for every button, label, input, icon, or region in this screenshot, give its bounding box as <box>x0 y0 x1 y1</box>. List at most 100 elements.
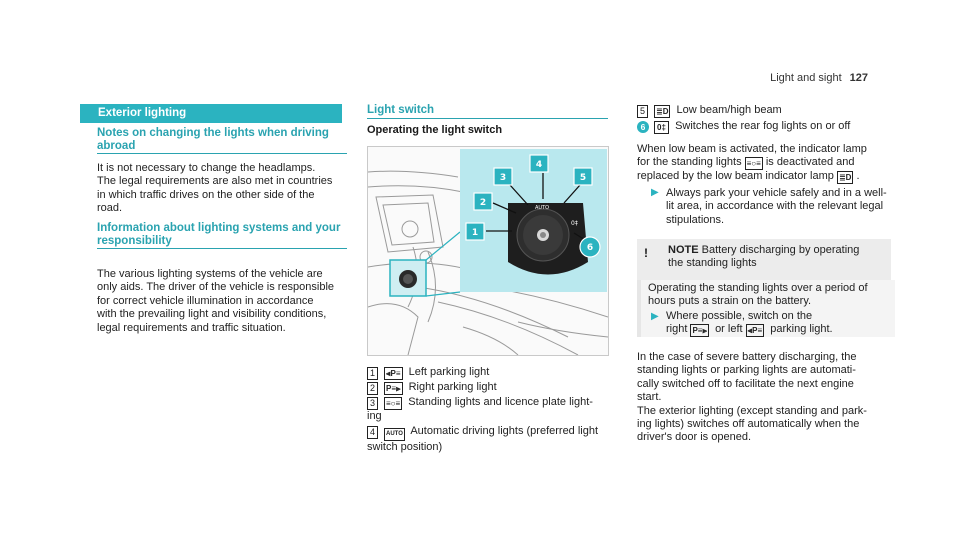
text-line: hours puts a strain on the battery. <box>648 295 812 308</box>
paragraph-responsibility: The various lighting systems of the vehi… <box>97 268 355 335</box>
callout-4-label: 4 <box>536 160 542 170</box>
legend-number: 5 <box>637 105 648 118</box>
bullet-arrow-icon: ▶ <box>651 187 659 198</box>
legend-text: switch position) <box>367 441 443 453</box>
text-span: right <box>666 323 688 336</box>
text-line: In the case of severe battery dischargin… <box>637 351 857 363</box>
legend-number: 2 <box>367 382 378 395</box>
callout-6 <box>579 236 601 258</box>
paragraph-battery: In the case of severe battery dischargin… <box>637 351 897 445</box>
legend-number: 3 <box>367 397 378 410</box>
text-line: legal requirements and traffic situation… <box>97 321 286 334</box>
legend-text: Low beam/high beam <box>676 104 782 116</box>
text-line: start. <box>637 391 662 404</box>
subheading-abroad: Notes on changing the lights when drivin… <box>97 127 329 153</box>
callout-2 <box>473 192 493 211</box>
paragraph-low-beam: When low beam is activated, the indicato… <box>637 143 897 185</box>
text-span: for the standing lights <box>637 156 742 169</box>
right-parking-light-icon: P≡⫸ <box>690 324 709 338</box>
text-line: in which traffic drives on the other sid… <box>97 188 315 201</box>
note-header <box>637 239 891 280</box>
page-header: Light and sight 127 <box>770 72 868 84</box>
callout-6-label: 6 <box>587 243 593 253</box>
callout-4 <box>529 154 549 173</box>
subheading-light-switch: Light switch <box>367 104 435 116</box>
legend-item-3: 3≡○≡ Standing lights and licence plate l… <box>367 396 593 423</box>
text-line: ing lights) switches off automatically w… <box>637 418 860 431</box>
text-line: only aids. The driver of the vehicle is … <box>97 281 335 294</box>
left-parking-light-icon: ⫷P≡ <box>384 367 403 380</box>
legend-number: 1 <box>367 367 378 380</box>
divider <box>97 153 347 154</box>
text-line: Operating the standing lights over a per… <box>648 282 868 294</box>
text-line: lit area, in accordance with the relevan… <box>666 200 884 213</box>
note-title-block: NOTE Battery discharging by operating th… <box>668 244 888 271</box>
text-line: replaced by the low beam indicator lamp … <box>637 170 860 185</box>
legend-text: Left parking light <box>408 366 490 378</box>
text-line: When low beam is activated, the indicato… <box>637 143 867 155</box>
rear-fog-light-icon: 0‡ <box>654 121 669 134</box>
text-span: is deactivated and <box>765 156 855 169</box>
divider <box>97 248 347 249</box>
low-beam-icon: ≣D <box>654 105 671 118</box>
callout-2-label: 2 <box>480 198 486 208</box>
paragraph-abroad: It is not necessary to change the headla… <box>97 162 352 216</box>
subheading-line: Information about lighting systems and y… <box>97 222 341 234</box>
legend-text: Switches the rear fog lights on or off <box>675 120 851 132</box>
note-body-box <box>637 280 895 337</box>
callout-1 <box>465 222 485 241</box>
callout-3-label: 3 <box>500 173 506 183</box>
legend-text: ing <box>367 410 382 422</box>
subheading-line: abroad <box>97 140 136 152</box>
legend-item-2: 2 P≡⫸ Right parking light <box>367 381 497 395</box>
text-line: The various lighting systems of the vehi… <box>97 268 323 280</box>
text-line: standing lights or parking lights are au… <box>637 364 856 377</box>
header-title: Light and sight <box>770 72 842 84</box>
callout-5-label: 5 <box>580 173 586 183</box>
text-line: Always park your vehicle safely and in a… <box>666 187 887 199</box>
left-parking-light-icon: ⫷P≡ <box>745 324 765 338</box>
text-line: right P≡⫸ or left ⫷P≡ parking light. <box>666 323 886 338</box>
text-line: cally switched off to facilitate the nex… <box>637 377 854 390</box>
note-title: NOTE <box>668 244 699 256</box>
text-line: NOTE Battery discharging by operating <box>668 244 888 257</box>
subheading-line: responsibility <box>97 235 172 247</box>
heading-operating: Operating the light switch <box>367 124 503 136</box>
text-line: with the prevailing light and visibility… <box>97 308 327 321</box>
note-bullet: Where possible, switch on the right P≡⫸ … <box>666 310 886 338</box>
text-line: stipulations. <box>666 213 725 226</box>
legend-item-1: 1 ⫷P≡ Left parking light <box>367 366 489 380</box>
text-span: replaced by the low beam indicator lamp <box>637 170 834 183</box>
switch-location-highlight <box>389 259 427 297</box>
page-number: 127 <box>849 72 868 84</box>
text-line: for the standing lights ≡○≡is deactivate… <box>637 156 897 171</box>
subheading-responsibility: Information about lighting systems and y… <box>97 222 340 248</box>
auto-lights-icon: AUTO <box>384 428 405 441</box>
right-parking-light-icon: P≡⫸ <box>384 382 403 395</box>
callout-3 <box>493 167 513 186</box>
legend-item-5: 5 ≣D Low beam/high beam <box>637 104 782 118</box>
knob-auto-label: AUTO <box>535 205 549 211</box>
warning-icon: ! <box>644 246 648 260</box>
bullet-park-safely: Always park your vehicle safely and in a… <box>666 187 896 227</box>
text-line: Where possible, switch on the <box>666 310 813 322</box>
text-span: parking light. <box>770 323 833 336</box>
note-text: Battery discharging by operating <box>701 244 860 256</box>
text-line: for correct vehicle illumination in acco… <box>97 294 314 307</box>
text-line: The legal requirements are also met in c… <box>97 175 333 188</box>
divider <box>367 118 608 119</box>
text-line: road. <box>97 202 123 215</box>
subheading-line: Notes on changing the lights when drivin… <box>97 127 329 139</box>
legend-number: 4 <box>367 426 378 439</box>
text-line: The exterior lighting (except standing a… <box>637 404 867 417</box>
light-switch-figure: AUTO 0‡ 1 2 3 4 5 6 <box>367 146 609 356</box>
note-text: the standing lights <box>668 257 757 270</box>
note-body: Operating the standing lights over a per… <box>648 282 888 309</box>
section-title-bar: Exterior lighting <box>80 104 342 123</box>
bullet-arrow-icon: ▶ <box>651 311 659 322</box>
standing-lights-icon: ≡○≡ <box>744 157 763 171</box>
legend-text: Right parking light <box>408 381 497 393</box>
text-span: or left <box>715 323 743 336</box>
